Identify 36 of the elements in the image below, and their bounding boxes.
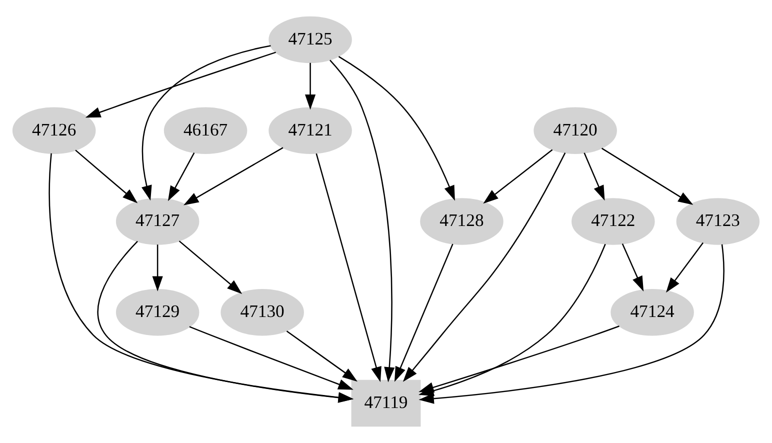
arrow [304, 62, 316, 110]
node-ellipse: 47126 [12, 107, 96, 154]
node-ellipse: 47125 [268, 16, 352, 64]
node-ellipse: 47121 [268, 107, 352, 154]
arrow [418, 326, 620, 393]
arrow [483, 149, 553, 204]
arrow [178, 240, 242, 294]
arrow [402, 152, 566, 382]
arrow [286, 330, 358, 382]
node-ellipse: 47120 [534, 107, 617, 154]
arrow [75, 150, 138, 204]
arrow [189, 326, 354, 390]
node-box: 47119 [351, 380, 421, 427]
arrow [184, 147, 284, 206]
arrow [601, 148, 694, 205]
node-ellipse: 47127 [116, 198, 200, 245]
node-ellipse: 47129 [116, 289, 200, 336]
arrow [584, 152, 605, 201]
arrow [152, 244, 163, 292]
arrow [622, 243, 644, 292]
arrow [316, 153, 382, 382]
arrow [338, 56, 455, 201]
arrow [48, 153, 354, 403]
node-ellipse: 46167 [164, 107, 248, 154]
arrow [97, 240, 354, 403]
arrow [85, 52, 276, 118]
arrow [394, 244, 454, 382]
arrow [666, 242, 704, 293]
node-ellipse: 47123 [676, 198, 760, 245]
arrow [330, 60, 395, 382]
node-ellipse: 47122 [572, 198, 655, 245]
node-ellipse: 47130 [220, 289, 304, 336]
node-ellipse: 47128 [420, 198, 504, 245]
arrow [168, 152, 195, 202]
arrow [142, 45, 271, 201]
node-ellipse: 47124 [610, 289, 694, 336]
